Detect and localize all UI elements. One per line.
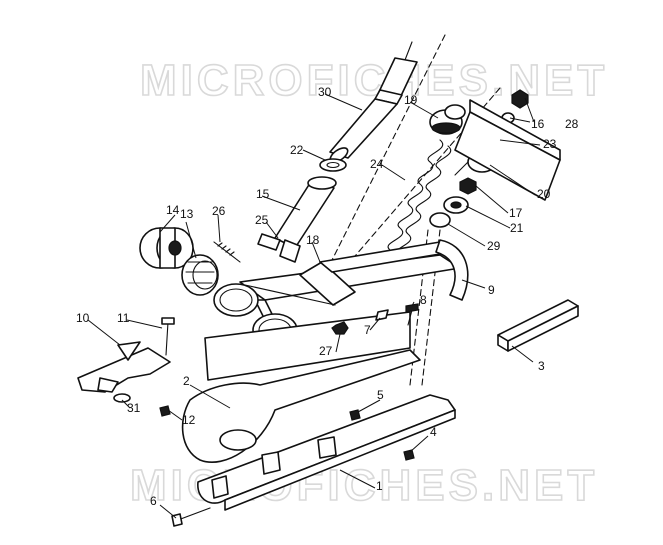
lower-housing-part-2 <box>181 349 421 463</box>
callout-21: 21 <box>510 221 524 235</box>
shock-body-part-15 <box>274 176 337 263</box>
bolt-part-6 <box>171 507 211 527</box>
callout-13: 13 <box>180 207 194 221</box>
shock-eyelet-part-19 <box>429 104 466 135</box>
callout-19: 19 <box>404 93 418 107</box>
callout-3: 3 <box>538 359 545 373</box>
watermark-top: MICROFICHES.NET <box>140 56 608 105</box>
nut-part-28 <box>511 89 529 109</box>
callout-10: 10 <box>76 311 90 325</box>
callout-25: 25 <box>255 213 269 227</box>
callout-17: 17 <box>509 206 523 220</box>
callout-18: 18 <box>306 233 320 247</box>
callout-31: 31 <box>127 401 141 415</box>
bolt-part-11 <box>161 317 175 356</box>
nut-part-27 <box>331 321 349 335</box>
callout-14: 14 <box>166 203 180 217</box>
shock-absorber-part-30 <box>329 41 418 163</box>
callout-1: 1 <box>376 479 383 493</box>
callout-28: 28 <box>565 117 579 131</box>
drum-part-14 <box>139 227 194 269</box>
callout-15: 15 <box>256 187 270 201</box>
bolt-part-4 <box>403 449 415 461</box>
nut-part-5 <box>349 409 361 421</box>
bracket-part-10 <box>77 341 171 393</box>
callout-2: 2 <box>183 374 190 388</box>
callout-6: 6 <box>150 494 157 508</box>
nut-part-17 <box>459 177 477 195</box>
bolt-part-7 <box>375 309 389 321</box>
callout-20: 20 <box>537 187 551 201</box>
callout-23: 23 <box>543 137 557 151</box>
callout-8: 8 <box>420 293 427 307</box>
callout-labels: 1 2 3 4 5 6 7 8 9 10 11 12 13 14 15 16 1… <box>76 85 579 508</box>
square-tube-part-3 <box>497 299 579 352</box>
washer-part-31 <box>113 393 131 403</box>
bolt-part-26 <box>213 241 241 263</box>
bolt-part-8 <box>405 303 419 326</box>
washer-part-21 <box>443 196 469 214</box>
mounting-plate <box>204 311 411 381</box>
bushing-part-25 <box>257 233 281 251</box>
callout-12: 12 <box>182 413 196 427</box>
swing-arm-frame-part-9 <box>239 239 469 331</box>
callout-27: 27 <box>319 344 333 358</box>
slide-rail-part-1 <box>197 394 456 511</box>
callout-22: 22 <box>290 143 304 157</box>
callout-30: 30 <box>318 85 332 99</box>
callout-16: 16 <box>531 117 545 131</box>
callout-9: 9 <box>488 283 495 297</box>
callout-7: 7 <box>364 323 371 337</box>
callout-26: 26 <box>212 204 226 218</box>
nut-part-12 <box>159 405 171 417</box>
clamp-ring-left <box>213 283 259 317</box>
washer-part-22 <box>319 158 347 172</box>
callout-29: 29 <box>487 239 501 253</box>
washer-part-29 <box>429 212 451 228</box>
callout-11: 11 <box>117 311 130 325</box>
leader-lines <box>87 93 541 519</box>
gear-part-13 <box>181 254 219 296</box>
callout-4: 4 <box>430 425 437 439</box>
callout-5: 5 <box>377 388 384 402</box>
callout-24: 24 <box>370 157 384 171</box>
